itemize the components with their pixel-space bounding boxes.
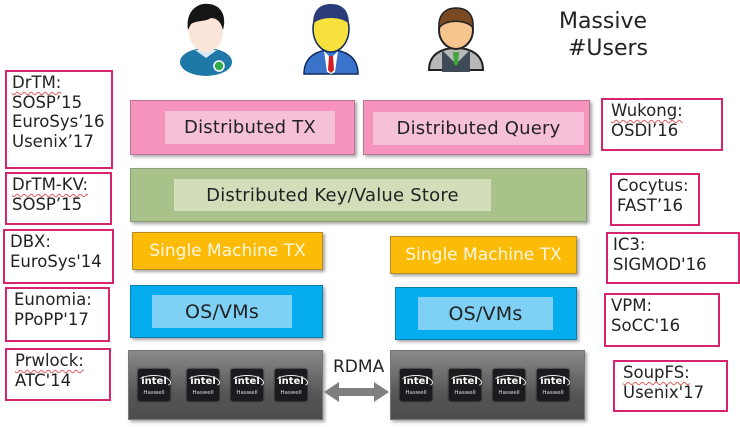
note-eunomia: Eunomia: PPoPP'17 — [5, 287, 110, 342]
single-machine-tx-right: Single Machine TX — [390, 236, 577, 274]
note-ic3: IC3: SIGMOD'16 — [606, 232, 740, 284]
kv-store-label: Distributed Key/Value Store — [174, 179, 491, 211]
massive-line-1: Massive — [558, 9, 648, 34]
distributed-tx-layer: Distributed TX — [130, 100, 355, 155]
user-avatar-business-icon — [303, 4, 359, 75]
note-drtm: DrTM: SOSP’15 EuroSys’16 Usenix’17 — [5, 70, 113, 169]
note-prwlock: Prwlock: ATC'14 — [5, 348, 111, 401]
note-dbx: DBX: EuroSys'14 — [3, 229, 114, 284]
os-vms-right-layer: OS/VMs — [395, 287, 577, 340]
rdma-label: RDMA — [333, 357, 385, 377]
os-vms-right-label: OS/VMs — [418, 297, 553, 330]
note-drtm-kv: DrTM-KV: SOSP’15 — [5, 172, 112, 225]
user-avatar-casual-icon — [180, 3, 232, 76]
os-vms-left-layer: OS/VMs — [130, 285, 323, 338]
os-vms-left-label: OS/VMs — [152, 295, 292, 328]
massive-users-label: Massive #Users — [548, 8, 658, 62]
kv-store-layer: Distributed Key/Value Store — [130, 168, 587, 222]
note-cocytus: Cocytus: FAST’16 — [610, 173, 700, 226]
massive-line-2: #Users — [567, 36, 649, 61]
user-avatar-vest-icon — [427, 7, 485, 72]
distributed-query-label: Distributed Query — [373, 112, 584, 145]
note-vpm: VPM: SoCC'16 — [604, 293, 720, 347]
note-soupfs: SoupFS: Usenix'17 — [613, 360, 728, 412]
bidirectional-arrow-icon — [324, 382, 389, 402]
distributed-tx-label: Distributed TX — [165, 111, 335, 144]
single-machine-tx-left: Single Machine TX — [132, 232, 323, 270]
note-wukong: Wukong: OSDI’16 — [601, 98, 723, 151]
distributed-query-layer: Distributed Query — [363, 100, 590, 155]
